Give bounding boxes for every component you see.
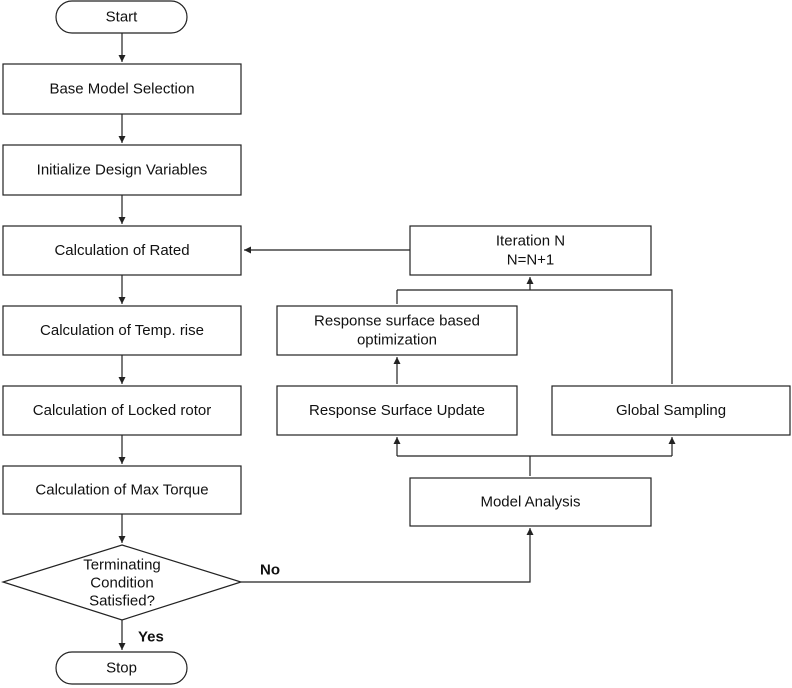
start-terminal: Start: [55, 0, 188, 34]
decision-line-1: Terminating: [83, 557, 161, 574]
arrow-no-to-model-analysis: [241, 528, 534, 583]
rsm-optimization-line-2: optimization: [357, 332, 437, 349]
connectors: [118, 33, 676, 650]
model-analysis-label: Model Analysis: [480, 494, 580, 511]
iteration-line-2: N=N+1: [507, 252, 555, 269]
calculation-locked-rotor-label: Calculation of Locked rotor: [33, 402, 211, 419]
global-sampling-box: Global Sampling: [551, 385, 791, 436]
calculation-temp-rise-label: Calculation of Temp. rise: [40, 322, 204, 339]
no-label: No: [260, 562, 280, 579]
calculation-rated-label: Calculation of Rated: [54, 242, 189, 259]
response-surface-optimization-box: Response surface based optimization: [276, 305, 518, 356]
yes-label: Yes: [138, 629, 164, 646]
start-label: Start: [106, 9, 139, 26]
calculation-temp-rise-box: Calculation of Temp. rise: [2, 305, 242, 356]
calculation-locked-rotor-box: Calculation of Locked rotor: [2, 385, 242, 436]
decision-line-2: Condition: [90, 575, 153, 592]
calculation-max-torque-box: Calculation of Max Torque: [2, 465, 242, 515]
calculation-max-torque-label: Calculation of Max Torque: [35, 482, 208, 499]
response-surface-update-label: Response Surface Update: [309, 402, 485, 419]
model-analysis-box: Model Analysis: [409, 477, 652, 527]
initialize-design-variables-box: Initialize Design Variables: [2, 144, 242, 196]
stop-label: Stop: [106, 660, 137, 677]
decision-line-3: Satisfied?: [89, 593, 155, 610]
iteration-box: Iteration N N=N+1: [409, 225, 652, 276]
calculation-rated-box: Calculation of Rated: [2, 225, 242, 276]
global-sampling-label: Global Sampling: [616, 402, 726, 419]
base-model-selection-box: Base Model Selection: [2, 63, 242, 115]
response-surface-update-box: Response Surface Update: [276, 385, 518, 436]
base-model-selection-label: Base Model Selection: [49, 81, 194, 98]
terminating-condition-decision: Terminating Condition Satisfied?: [1, 544, 243, 621]
stop-terminal: Stop: [55, 651, 188, 685]
initialize-design-variables-label: Initialize Design Variables: [37, 162, 208, 179]
line-global-sampling-up: [397, 289, 673, 384]
iteration-line-1: Iteration N: [496, 233, 565, 250]
rsm-optimization-line-1: Response surface based: [314, 313, 480, 330]
